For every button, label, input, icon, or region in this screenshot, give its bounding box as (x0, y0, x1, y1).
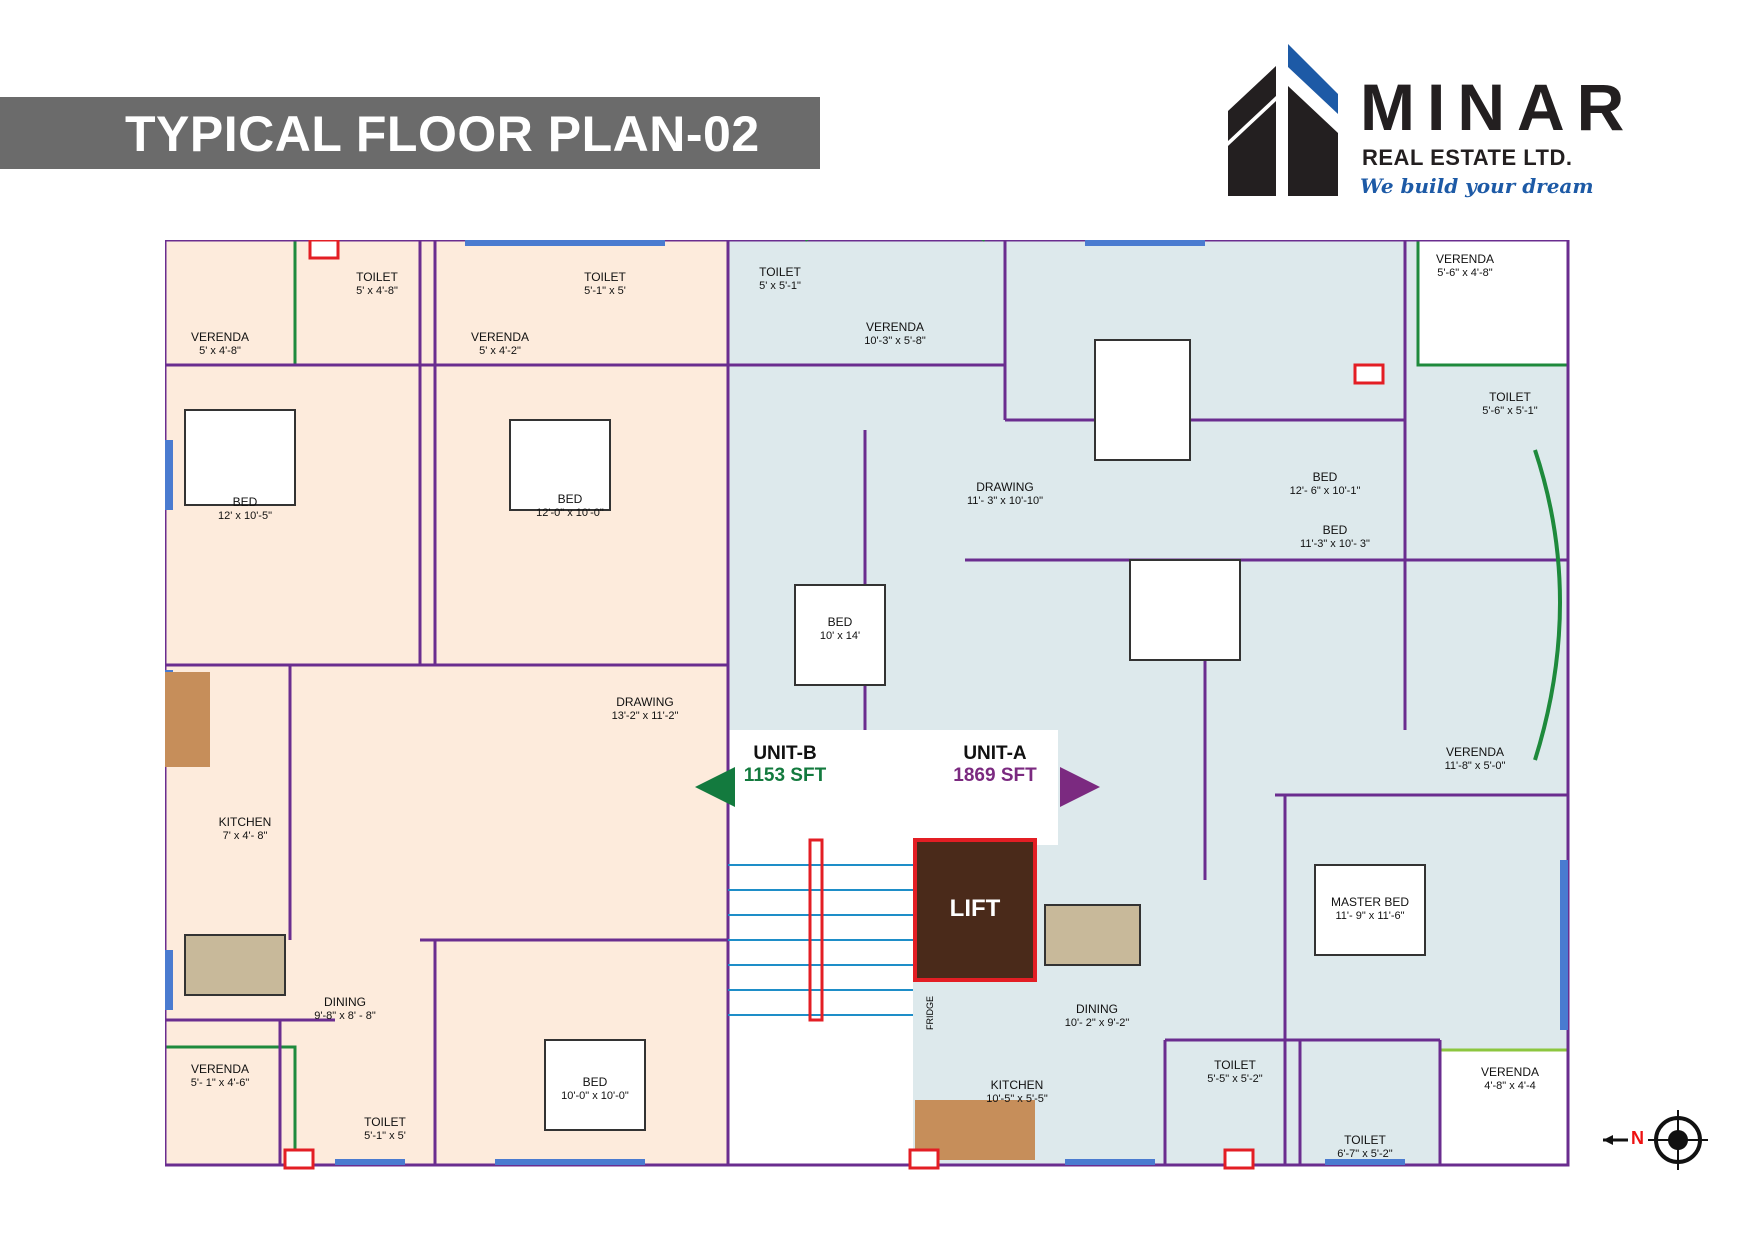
window (465, 240, 665, 246)
fridge-label: FRIDGE (925, 995, 935, 1030)
floor-plan-drawing (165, 240, 1570, 1170)
kitchen-counter (165, 672, 210, 767)
vent-box (283, 1148, 315, 1170)
north-label: N (1631, 1128, 1644, 1148)
vent-box (1223, 1148, 1255, 1170)
dining-table (1044, 904, 1141, 966)
page-title: TYPICAL FLOOR PLAN-02 (125, 106, 760, 162)
bed (1094, 339, 1191, 461)
verenda-outline (165, 1045, 297, 1167)
vent-box (1353, 363, 1385, 385)
lobby (728, 730, 1058, 845)
window (1560, 860, 1568, 1030)
window (1085, 240, 1205, 246)
lift-label: LIFT (949, 895, 1001, 922)
north-compass: N (1603, 1110, 1723, 1170)
unit-a-arrow-icon (1060, 767, 1100, 807)
stair-rail (808, 838, 824, 1022)
building-logo-icon (1228, 44, 1338, 196)
window (165, 440, 173, 510)
brand-tagline: We build your dream (1360, 174, 1594, 198)
outer-wall (165, 240, 1570, 1167)
bed (509, 419, 611, 511)
unit-a-label: UNIT-A 1869 SFT (953, 743, 1037, 786)
bed (184, 409, 296, 506)
balcony-arc (1533, 449, 1562, 761)
window (165, 950, 173, 1010)
company-logo: MINAR REAL ESTATE LTD. We build your dre… (1228, 36, 1668, 206)
dining-table (184, 934, 286, 996)
window (335, 1159, 405, 1165)
lift-shaft (913, 838, 1037, 982)
bed (794, 584, 886, 686)
window (1325, 1159, 1405, 1165)
brand-name: MINAR (1360, 70, 1637, 144)
brand-subtitle: REAL ESTATE LTD. (1362, 145, 1573, 170)
title-bar: TYPICAL FLOOR PLAN-02 (0, 97, 820, 169)
unit-b-label: UNIT-B 1153 SFT (743, 743, 827, 786)
vent-box (308, 240, 340, 260)
bed (1314, 864, 1426, 956)
window (495, 1159, 645, 1165)
unit-b-floor (165, 240, 728, 1165)
compass-icon (1603, 1110, 1708, 1170)
bed (1129, 559, 1241, 661)
unit-b-arrow-icon (695, 767, 735, 807)
bed (544, 1039, 646, 1131)
vent-box (908, 1148, 940, 1170)
window (1065, 1159, 1155, 1165)
